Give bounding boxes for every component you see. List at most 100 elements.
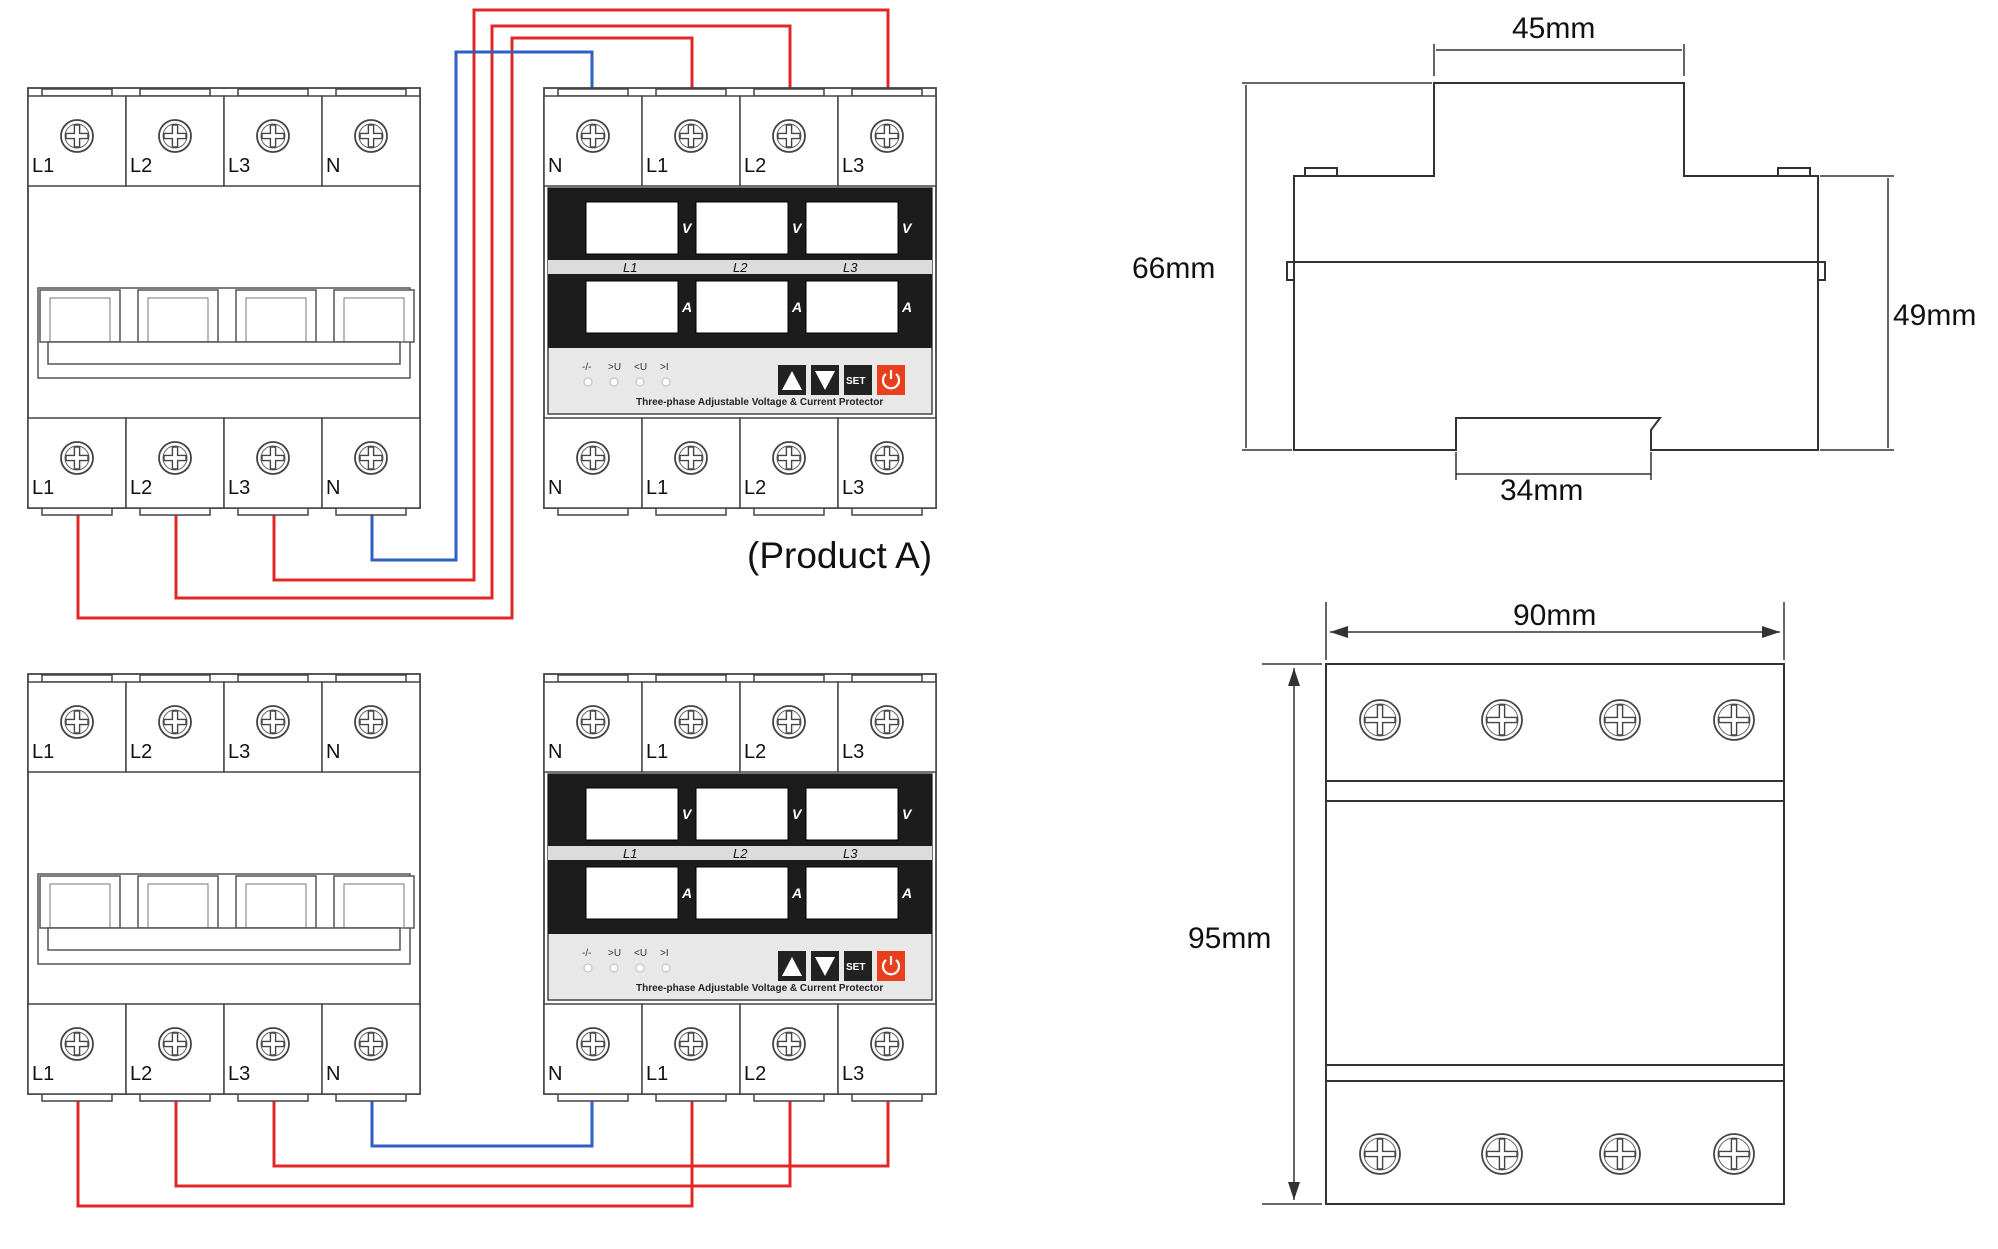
voltage-unit: V xyxy=(902,806,913,822)
terminal-tab xyxy=(753,88,825,97)
current-display xyxy=(695,866,789,920)
screw-icon xyxy=(1713,1133,1755,1175)
current-display xyxy=(805,280,899,334)
breaker-handle xyxy=(235,289,317,343)
current-display xyxy=(695,280,789,334)
terminal-label: N xyxy=(326,741,340,763)
terminal-label: L2 xyxy=(130,477,152,499)
indicator-label: >U xyxy=(608,362,621,373)
terminal-cell xyxy=(223,681,323,773)
terminal-label: L1 xyxy=(32,741,54,763)
indicator-led xyxy=(635,377,645,387)
wire-l3 xyxy=(272,8,890,582)
screw-icon xyxy=(772,441,806,475)
wire-n xyxy=(370,50,594,562)
breaker-handle xyxy=(39,875,121,929)
terminal-tab xyxy=(335,1093,407,1102)
terminal-tab xyxy=(139,507,211,516)
screw-icon xyxy=(576,705,610,739)
dimension-rail: 34mm xyxy=(1500,474,1583,507)
screw-icon xyxy=(576,1027,610,1061)
terminal-tab xyxy=(753,1093,825,1102)
screw-icon xyxy=(1359,699,1401,741)
voltage-display xyxy=(585,787,679,841)
terminal-tab xyxy=(139,1093,211,1102)
indicator-label: >I xyxy=(660,362,669,373)
screw-icon xyxy=(674,1027,708,1061)
terminal-tab xyxy=(655,507,727,516)
side-view-drawing xyxy=(1286,82,1826,451)
set-button-label: SET xyxy=(846,962,865,973)
power-button[interactable] xyxy=(877,365,905,395)
terminal-tab xyxy=(237,88,309,97)
terminal-cell xyxy=(125,1003,225,1095)
current-unit: A xyxy=(681,885,692,901)
screw-icon xyxy=(256,441,290,475)
up-button[interactable] xyxy=(778,365,806,395)
breaker-handle xyxy=(39,289,121,343)
indicator-label: >I xyxy=(660,948,669,959)
terminal-tab xyxy=(753,674,825,683)
terminal-tab xyxy=(557,507,629,516)
wire-l2 xyxy=(174,1100,792,1188)
power-button[interactable] xyxy=(877,951,905,981)
front-view-screws xyxy=(1359,699,1755,1175)
up-button[interactable] xyxy=(778,951,806,981)
terminal-label: L2 xyxy=(744,1063,766,1085)
terminal-tab xyxy=(237,1093,309,1102)
screw-icon xyxy=(674,441,708,475)
terminal-label: L2 xyxy=(744,155,766,177)
terminal-label: L2 xyxy=(130,741,152,763)
indicator-led xyxy=(609,377,619,387)
indicator-label: <U xyxy=(634,362,647,373)
screw-icon xyxy=(870,119,904,153)
screw-icon xyxy=(1481,1133,1523,1175)
terminal-label: L3 xyxy=(228,477,250,499)
down-button[interactable] xyxy=(811,951,839,981)
terminal-tab xyxy=(851,507,923,516)
set-button-label: SET xyxy=(846,376,865,387)
front-view-drawing xyxy=(1325,663,1785,1205)
breaker-handle xyxy=(235,875,317,929)
breaker-handle xyxy=(333,875,415,929)
terminal-tab xyxy=(41,674,113,683)
dimension-top-width: 45mm xyxy=(1512,12,1595,45)
indicator-led xyxy=(609,963,619,973)
indicator-led xyxy=(583,377,593,387)
terminal-label: N xyxy=(326,1063,340,1085)
down-button[interactable] xyxy=(811,365,839,395)
current-display xyxy=(585,866,679,920)
terminal-tab xyxy=(557,88,629,97)
screw-icon xyxy=(158,1027,192,1061)
current-unit: A xyxy=(901,885,912,901)
screw-icon xyxy=(1481,699,1523,741)
phase-label: L3 xyxy=(843,846,858,861)
screw-icon xyxy=(576,441,610,475)
terminal-tab xyxy=(139,674,211,683)
screw-icon xyxy=(256,705,290,739)
set-button[interactable]: SET xyxy=(844,951,872,981)
indicator-label: -/- xyxy=(582,948,591,959)
phase-label: L3 xyxy=(843,260,858,275)
terminal-label: L1 xyxy=(646,741,668,763)
dimension-arrowheads xyxy=(1288,626,1780,1200)
breaker-handle xyxy=(137,289,219,343)
breaker-handle xyxy=(333,289,415,343)
phase-label: L2 xyxy=(733,260,748,275)
dimension-lines-side xyxy=(1242,44,1894,480)
dimension-width: 90mm xyxy=(1513,599,1596,632)
set-button[interactable]: SET xyxy=(844,365,872,395)
screw-icon xyxy=(772,705,806,739)
phase-label: L1 xyxy=(623,846,637,861)
voltage-unit: V xyxy=(792,220,803,236)
terminal-label: L3 xyxy=(228,741,250,763)
terminal-cell xyxy=(543,681,643,773)
terminal-tab xyxy=(335,674,407,683)
screw-icon xyxy=(354,441,388,475)
terminal-tab xyxy=(335,88,407,97)
